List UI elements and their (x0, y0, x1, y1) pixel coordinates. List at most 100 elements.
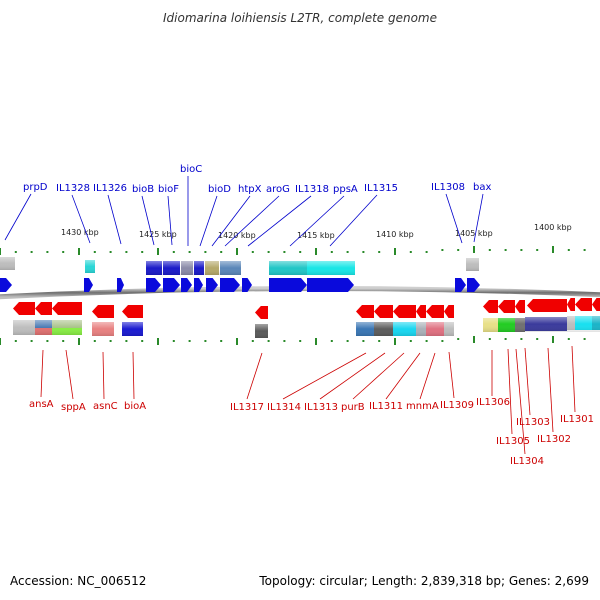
reverse-gene-arrow (426, 305, 444, 318)
reverse-label-leaders (40, 345, 576, 455)
forward-gene-arrows (0, 278, 480, 292)
reverse-label-leader (246, 352, 263, 400)
gene-label-bax[interactable]: bax (473, 182, 491, 193)
forward-label-leader (167, 195, 173, 246)
reverse-label-leader (547, 347, 554, 433)
reverse-label-leader (282, 352, 367, 400)
reverse-label-leader (419, 352, 436, 400)
forward-gene-arrow (242, 278, 252, 292)
gene-label-IL1328[interactable]: IL1328 (56, 183, 90, 194)
reverse-gene-arrow (122, 305, 143, 318)
reverse-gene-arrows (13, 298, 600, 319)
forward-gene-arrow (220, 278, 240, 292)
scale-ticks-top (0, 246, 586, 255)
gene-label-IL1326[interactable]: IL1326 (93, 183, 127, 194)
forward-label-leader (445, 193, 463, 244)
gene-label-IL1306[interactable]: IL1306 (476, 397, 510, 408)
reverse-gene-arrow (592, 298, 600, 311)
accession-text: Accession: NC_006512 (10, 574, 147, 588)
forward-label-leader (329, 194, 378, 247)
gene-label-sppA[interactable]: sppA (61, 402, 86, 413)
reverse-gene-arrow (527, 299, 567, 312)
scale-ticks-bottom (0, 336, 586, 345)
forward-label-leader (211, 195, 251, 247)
reverse-label-leader (448, 351, 455, 399)
reverse-gene-arrow (416, 305, 426, 318)
reverse-gene-arrow (498, 300, 515, 313)
forward-gene-arrow (181, 278, 192, 292)
gene-label-IL1302[interactable]: IL1302 (537, 434, 571, 445)
forward-label-leader (4, 193, 32, 241)
reverse-gene-arrow (255, 306, 268, 319)
scale-labels: 1430 kbp 1425 kbp 1420 kbp 1415 kbp 1410… (61, 223, 572, 240)
reverse-label-leader (385, 352, 421, 400)
genome-title: Idiomarina loihiensis L2TR, complete gen… (163, 11, 437, 25)
gene-label-IL1305[interactable]: IL1305 (496, 436, 530, 447)
forward-label-leader (247, 195, 312, 247)
scale-label-1430: 1430 kbp (61, 228, 99, 237)
forward-gene-arrow (194, 278, 203, 292)
gene-label-IL1311[interactable]: IL1311 (369, 401, 403, 412)
gene-label-bioD[interactable]: bioD (208, 184, 231, 195)
forward-label-leader (71, 194, 91, 244)
reverse-gene-arrow (35, 302, 52, 315)
reverse-label-leader (40, 349, 44, 398)
forward-label-leader (141, 195, 155, 246)
forward-gene-arrow (206, 278, 218, 292)
reverse-gene-arrow (515, 300, 525, 313)
reverse-gene-arrow (444, 305, 454, 318)
reverse-label-leader (65, 349, 74, 400)
reverse-gene-arrow (374, 305, 393, 318)
gene-label-IL1317[interactable]: IL1317 (230, 402, 264, 413)
reverse-gene-arrow (567, 298, 575, 311)
gene-label-bioA[interactable]: bioA (124, 401, 146, 412)
reverse-gene-arrow (52, 302, 82, 315)
gene-label-IL1318[interactable]: IL1318 (295, 184, 329, 195)
scale-label-1415: 1415 kbp (297, 231, 335, 240)
gene-label-htpX[interactable]: htpX (238, 184, 262, 195)
gene-label-purB[interactable]: purB (341, 402, 365, 413)
forward-gene-arrow (467, 278, 480, 292)
gene-label-bioF[interactable]: bioF (158, 184, 179, 195)
reverse-gene-arrow (393, 305, 416, 318)
gene-label-mnmA[interactable]: mnmA (406, 401, 439, 412)
gene-label-IL1301[interactable]: IL1301 (560, 414, 594, 425)
scale-label-1400: 1400 kbp (534, 223, 572, 232)
forward-label-leader (473, 193, 484, 243)
reverse-label-leader (571, 345, 576, 413)
scale-label-1405: 1405 kbp (455, 229, 493, 238)
gene-label-aroG[interactable]: aroG (266, 184, 290, 195)
gene-label-IL1303[interactable]: IL1303 (516, 417, 550, 428)
gene-label-IL1309[interactable]: IL1309 (440, 400, 474, 411)
reverse-label-leader (507, 348, 513, 435)
reverse-label-leader (102, 351, 105, 400)
gene-label-prpD[interactable]: prpD (23, 182, 48, 193)
reverse-label-leader (132, 351, 135, 400)
reverse-label-leader (352, 352, 405, 400)
scale-label-1410: 1410 kbp (376, 230, 414, 239)
reverse-gene-labels: ansA sppA asnC bioA IL1317 IL1314 IL1313… (29, 397, 594, 467)
gene-label-IL1304[interactable]: IL1304 (510, 456, 544, 467)
forward-gene-arrow (0, 278, 12, 292)
forward-gene-arrow (146, 278, 161, 292)
genome-summary-text: Topology: circular; Length: 2,839,318 bp… (259, 574, 589, 588)
reverse-gene-arrow (92, 305, 114, 318)
gene-label-IL1315[interactable]: IL1315 (364, 183, 398, 194)
gene-label-ansA[interactable]: ansA (29, 399, 54, 410)
forward-gene-arrow (163, 278, 180, 292)
gene-label-IL1308[interactable]: IL1308 (431, 182, 465, 193)
reverse-label-leader (515, 348, 526, 455)
gene-label-bioB[interactable]: bioB (132, 184, 154, 195)
gene-label-ppsA[interactable]: ppsA (333, 184, 358, 195)
forward-gene-labels: prpD IL1328 IL1326 bioB bioF bioC bioD h… (23, 164, 491, 195)
reverse-gene-arrow (483, 300, 498, 313)
forward-label-leader (199, 195, 218, 247)
gene-label-asnC[interactable]: asnC (93, 401, 118, 412)
forward-annotation-gloss (0, 257, 479, 275)
gene-label-IL1314[interactable]: IL1314 (267, 402, 301, 413)
scale-label-1425: 1425 kbp (139, 230, 177, 239)
gene-label-IL1313[interactable]: IL1313 (304, 402, 338, 413)
forward-gene-arrow (455, 278, 466, 292)
gene-label-bioC[interactable]: bioC (180, 164, 202, 175)
